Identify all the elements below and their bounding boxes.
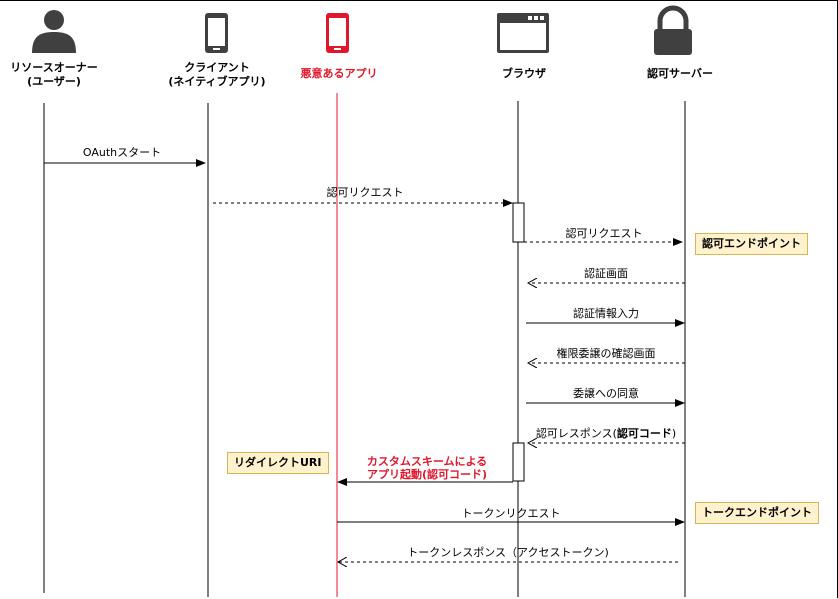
note-redirect-uri: リダイレクトURI bbox=[227, 452, 329, 474]
authz-response-suffix: ) bbox=[671, 427, 677, 440]
actor-auth-label: 認可サーバー bbox=[647, 67, 713, 81]
message-label-consent: 委譲への同意 bbox=[573, 387, 639, 400]
person-icon bbox=[32, 10, 76, 53]
actor-malicious-label: 悪意あるアプリ bbox=[301, 67, 378, 81]
message-label-auth-screen: 認証画面 bbox=[584, 267, 628, 280]
custom-scheme-line1: カスタムスキームによる bbox=[366, 455, 488, 468]
note-token-endpoint: トークエンドポイント bbox=[695, 502, 819, 524]
actor-auth-name: 認可サーバー bbox=[647, 67, 713, 80]
message-label-token-response: トークンレスポンス（アクセストークン) bbox=[407, 546, 609, 559]
activation-browser-2 bbox=[512, 442, 525, 482]
actor-client-name: クライアント bbox=[184, 61, 250, 74]
activation-browser-1 bbox=[512, 202, 525, 243]
message-label-oauth-start: OAuthスタート bbox=[82, 146, 162, 159]
note-authz-endpoint: 認可エンドポイント bbox=[695, 233, 808, 255]
actor-client-label: クライアント (ネイティブアプリ) bbox=[168, 61, 265, 89]
lock-icon bbox=[654, 5, 692, 55]
actor-malicious-name: 悪意あるアプリ bbox=[300, 67, 378, 80]
message-label-authz-response: 認可レスポンス(認可コード) bbox=[536, 427, 676, 440]
smartphone-icon bbox=[326, 13, 349, 53]
message-label-credential-input: 認証情報入力 bbox=[573, 307, 639, 320]
actor-browser-label: ブラウザ bbox=[502, 67, 546, 81]
actor-owner-name: リソースオーナー bbox=[10, 61, 98, 74]
actor-browser-name: ブラウザ bbox=[502, 67, 546, 80]
message-label-authz-request-2: 認可リクエスト bbox=[565, 227, 643, 240]
actor-owner-role: (ユーザー) bbox=[27, 75, 81, 88]
actor-client-role: (ネイティブアプリ) bbox=[168, 75, 266, 88]
authz-response-code: 認可コード bbox=[616, 427, 672, 440]
message-label-consent-screen: 権限委譲の確認画面 bbox=[556, 347, 656, 360]
custom-scheme-line2: アプリ起動(認可コード) bbox=[366, 468, 488, 481]
message-label-token-request: トークンリクエスト bbox=[461, 507, 561, 520]
browser-window-icon bbox=[497, 13, 549, 53]
authz-response-prefix: 認可レスポンス( bbox=[535, 427, 617, 440]
message-label-authz-request-1: 認可リクエスト bbox=[326, 186, 404, 199]
actor-owner-label: リソースオーナー (ユーザー) bbox=[10, 61, 97, 89]
smartphone-icon bbox=[205, 13, 228, 53]
message-label-custom-scheme: カスタムスキームによる アプリ起動(認可コード) bbox=[367, 455, 487, 481]
